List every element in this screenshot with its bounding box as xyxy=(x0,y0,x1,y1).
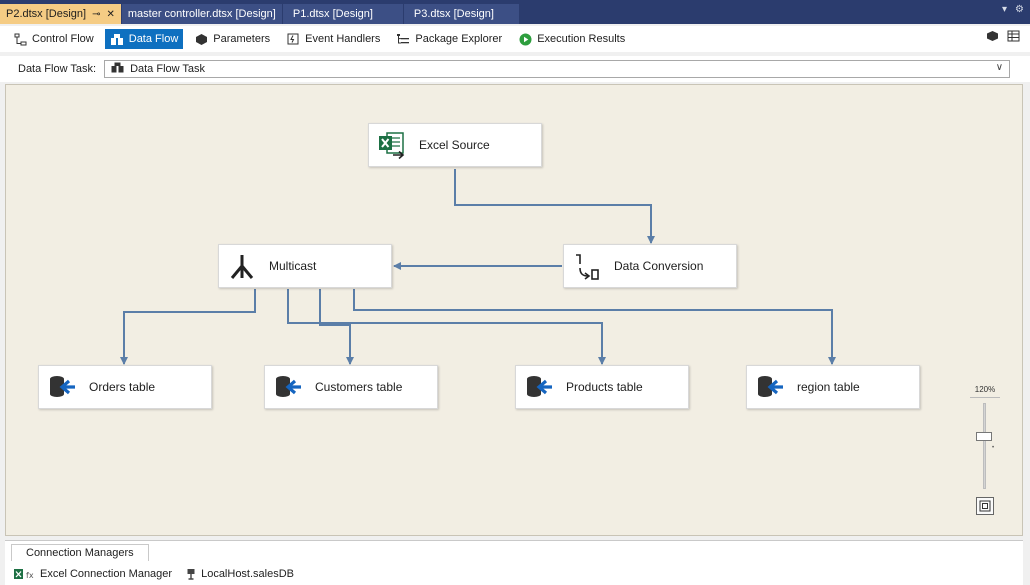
document-tab-bar: P2.dtsx [Design] ⊸ ✕ master controller.d… xyxy=(0,0,1030,24)
task-selector-label: Data Flow Task: xyxy=(18,63,97,75)
data-path-connectors xyxy=(120,169,836,365)
orders-table-destination[interactable]: Orders table xyxy=(38,365,212,409)
zoom-divider xyxy=(970,397,1000,398)
data-flow-task-icon xyxy=(111,62,124,76)
oledb-destination-icon xyxy=(524,372,554,402)
data-flow-task-row: Data Flow Task: Data Flow Task ∨ xyxy=(0,56,1030,82)
event-handlers-icon xyxy=(286,32,300,46)
package-explorer-icon xyxy=(396,32,410,46)
tab-control-flow[interactable]: Control Flow xyxy=(8,29,99,49)
tab-label: Control Flow xyxy=(32,33,94,45)
path-multicast-to-customers xyxy=(319,289,354,365)
connection-manager-list: fx Excel Connection Manager LocalHost.sa… xyxy=(13,566,294,582)
zoom-control: 120% • xyxy=(970,385,1000,525)
path-multicast-to-region xyxy=(353,289,836,365)
parameters-icon xyxy=(194,32,208,46)
doc-tab-master-controller[interactable]: master controller.dtsx [Design] xyxy=(121,4,282,24)
excel-source-icon xyxy=(377,130,407,160)
node-label: Excel Source xyxy=(419,138,490,152)
zoom-tick-mark: • xyxy=(992,445,995,451)
tab-label: Connection Managers xyxy=(26,547,134,559)
doc-tab-p2[interactable]: P2.dtsx [Design] ⊸ ✕ xyxy=(0,4,121,24)
oledb-destination-icon xyxy=(273,372,303,402)
node-label: Data Conversion xyxy=(614,259,704,273)
zoom-level-label: 120% xyxy=(974,385,996,394)
control-flow-icon xyxy=(13,32,27,46)
variables-icon[interactable] xyxy=(986,30,999,45)
designer-bar-tools xyxy=(986,30,1020,45)
excel-source-node[interactable]: Excel Source xyxy=(368,123,542,167)
connection-label: Excel Connection Manager xyxy=(40,568,173,580)
svg-text:fx: fx xyxy=(26,571,34,580)
multicast-node[interactable]: Multicast xyxy=(218,244,392,288)
data-flow-task-select[interactable]: Data Flow Task ∨ xyxy=(104,60,1011,78)
zoom-to-fit-button[interactable] xyxy=(976,497,994,515)
oledb-destination-icon xyxy=(755,372,785,402)
oledb-connection-icon xyxy=(186,568,196,580)
designer-tab-bar: Control Flow Data Flow Parameters Event … xyxy=(0,26,1030,52)
doc-tab-label: P3.dtsx [Design] xyxy=(413,8,494,20)
close-tab-icon[interactable]: ✕ xyxy=(106,8,115,20)
tab-bar-controls: ▾ ⚙ xyxy=(1002,4,1024,15)
toolbox-grid-icon[interactable] xyxy=(1007,30,1020,45)
tab-event-handlers[interactable]: Event Handlers xyxy=(281,29,385,49)
zoom-slider-track[interactable] xyxy=(983,403,986,489)
path-multicast-to-products xyxy=(287,289,606,365)
customers-table-destination[interactable]: Customers table xyxy=(264,365,438,409)
zoom-slider-thumb[interactable] xyxy=(976,432,992,441)
node-label: Orders table xyxy=(89,380,156,394)
excel-connection-manager[interactable]: fx Excel Connection Manager xyxy=(13,568,172,580)
tab-parameters[interactable]: Parameters xyxy=(189,29,275,49)
multicast-icon xyxy=(227,251,257,281)
doc-tab-label: master controller.dtsx [Design] xyxy=(127,8,276,20)
node-label: Customers table xyxy=(315,380,403,394)
execution-results-icon xyxy=(518,32,532,46)
tab-label: Event Handlers xyxy=(305,33,381,45)
doc-tab-label: P2.dtsx [Design] xyxy=(6,8,87,20)
path-multicast-to-orders xyxy=(120,289,256,365)
tab-data-flow[interactable]: Data Flow xyxy=(104,29,184,49)
connection-managers-tab[interactable]: Connection Managers xyxy=(11,544,149,561)
excel-connection-icon: fx xyxy=(13,568,35,580)
oledb-destination-icon xyxy=(47,372,77,402)
connection-label: LocalHost.salesDB xyxy=(201,568,295,580)
settings-gear-icon[interactable]: ⚙ xyxy=(1015,4,1024,15)
localhost-salesdb-connection[interactable]: LocalHost.salesDB xyxy=(186,568,294,580)
data-flow-canvas[interactable]: Excel Source Data Conversion Multicast xyxy=(5,84,1023,536)
doc-tab-label: P1.dtsx [Design] xyxy=(292,8,373,20)
tab-overflow-icon[interactable]: ▾ xyxy=(1002,4,1008,15)
task-selected-value: Data Flow Task xyxy=(130,63,206,75)
node-label: Multicast xyxy=(269,259,317,273)
fit-to-window-icon xyxy=(979,500,991,512)
tab-label: Execution Results xyxy=(537,33,626,45)
tab-execution-results[interactable]: Execution Results xyxy=(513,29,630,49)
products-table-destination[interactable]: Products table xyxy=(515,365,689,409)
node-label: Products table xyxy=(566,380,643,394)
pin-icon[interactable]: ⊸ xyxy=(92,8,101,20)
data-flow-icon xyxy=(110,32,124,46)
chevron-down-icon[interactable]: ∨ xyxy=(995,62,1004,73)
node-label: region table xyxy=(797,380,860,394)
tab-package-explorer[interactable]: Package Explorer xyxy=(391,29,507,49)
path-excel-to-conversion xyxy=(454,169,655,244)
tab-label: Package Explorer xyxy=(415,33,503,45)
tab-label: Parameters xyxy=(213,33,271,45)
connection-managers-panel: Connection Managers fx Excel Connection … xyxy=(5,540,1023,585)
tab-label: Data Flow xyxy=(128,33,179,45)
region-table-destination[interactable]: region table xyxy=(746,365,920,409)
doc-tab-p3[interactable]: P3.dtsx [Design] xyxy=(403,4,519,24)
data-conversion-icon xyxy=(572,251,602,281)
doc-tab-p1[interactable]: P1.dtsx [Design] xyxy=(282,4,403,24)
data-conversion-node[interactable]: Data Conversion xyxy=(563,244,737,288)
